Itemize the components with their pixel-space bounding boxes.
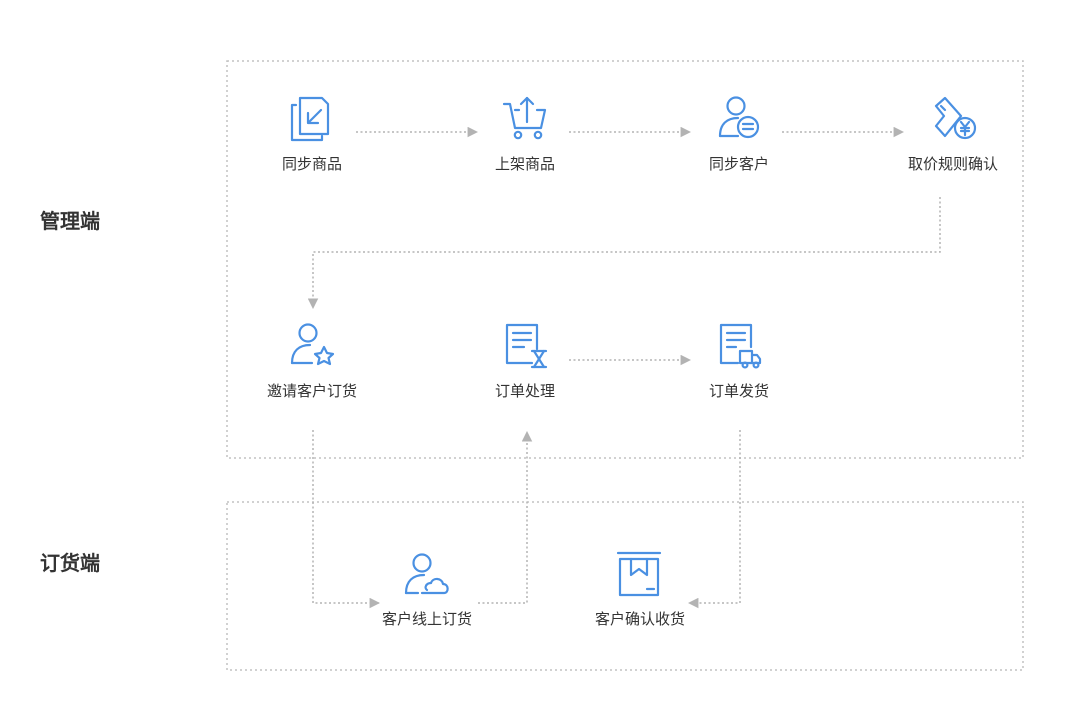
- connector-ship-to-receipt: [687, 430, 741, 609]
- document-truck-icon: [719, 323, 762, 369]
- cart-upload-icon: [502, 96, 547, 140]
- user-cloud-icon: [404, 553, 449, 595]
- connector-online-order-to-process: [478, 430, 533, 604]
- node-label-order-shipping: 订单发货: [708, 382, 770, 400]
- zone-border-ordering: [226, 501, 1024, 671]
- node-label-invite-customers: 邀请客户订货: [266, 382, 358, 400]
- node-label-price-rules: 取价规则确认: [907, 155, 999, 173]
- zone-label-ordering: 订货端: [40, 551, 100, 575]
- node-label-confirm-receipt: 客户确认收货: [594, 610, 686, 628]
- zone-label-admin: 管理端: [40, 209, 100, 233]
- document-hourglass-icon: [505, 323, 548, 369]
- node-label-sync-customers: 同步客户: [708, 155, 770, 173]
- node-label-online-ordering: 客户线上订货: [381, 610, 473, 628]
- node-label-sync-products: 同步商品: [281, 155, 343, 173]
- package-box-icon: [616, 551, 662, 597]
- user-sync-icon: [718, 96, 760, 139]
- node-label-order-processing: 订单处理: [494, 382, 556, 400]
- connector-price-rules-to-invite: [307, 197, 941, 310]
- connector-invite-to-online-order: [312, 430, 381, 609]
- document-sync-icon: [290, 96, 330, 142]
- user-star-icon: [290, 323, 335, 366]
- zone-border-admin: [226, 60, 1024, 459]
- node-label-list-products: 上架商品: [494, 155, 556, 173]
- price-tag-yen-icon: [934, 96, 977, 140]
